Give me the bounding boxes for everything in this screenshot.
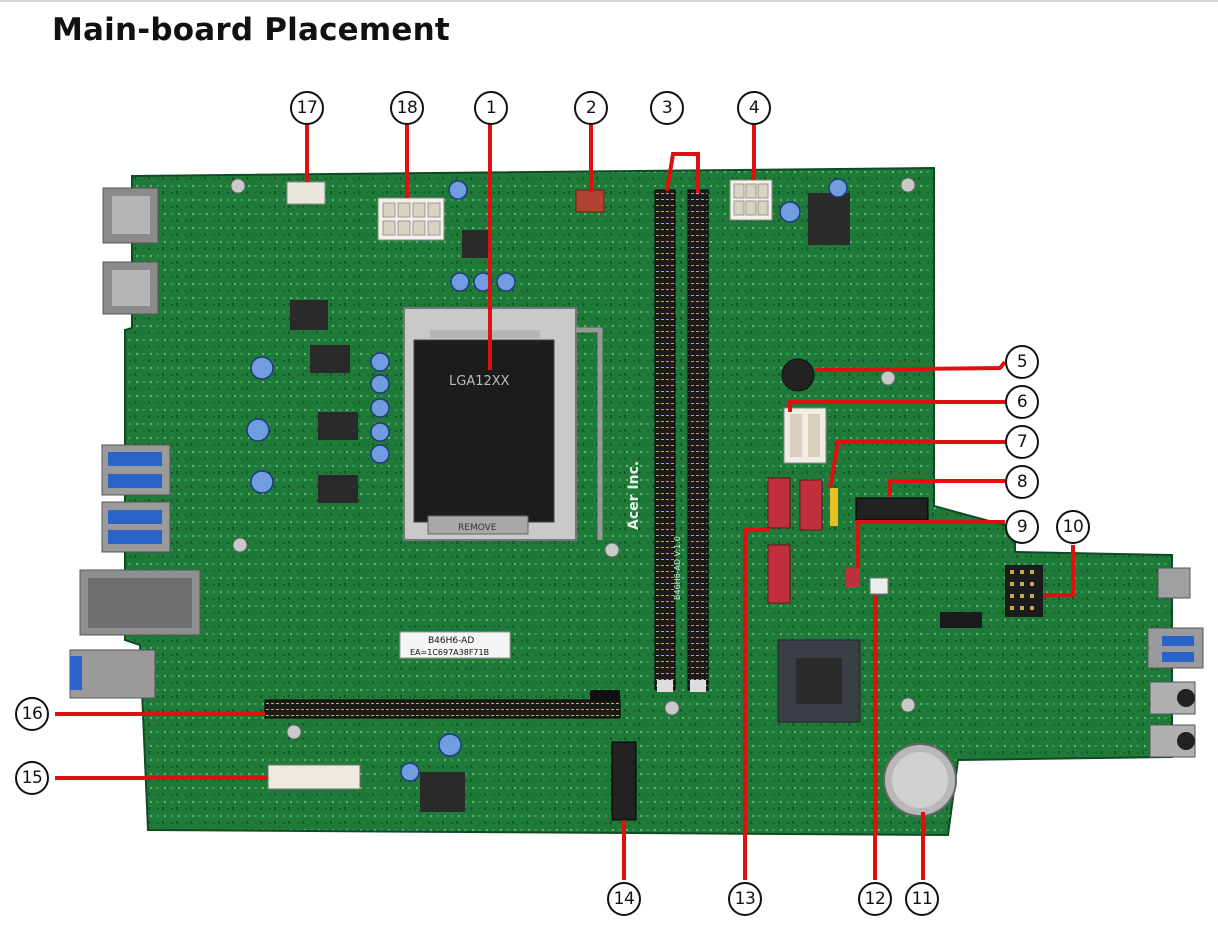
callout-7: 7 [1005,425,1039,459]
system-fan-header [286,181,326,205]
pcie-x1-slot [267,764,361,790]
cpu-cover-text: REMOVE [458,523,497,533]
pcb-board [124,166,1173,837]
callout-13: 13 [728,882,762,916]
rear-io-ports [69,187,201,699]
buzzer [781,358,815,392]
serial-label: EA=1C697A38F71B [410,648,489,657]
callout-18: 18 [390,91,424,125]
chipset-die [796,658,842,704]
callout-2: 2 [574,91,608,125]
model-sticker [399,631,511,659]
dimm-slots [654,189,709,692]
brand-silkscreen: Acer Inc. [626,461,642,530]
callout-10: 10 [1056,510,1090,544]
cpu-power-connector-8pin [377,197,445,241]
front-io-ports [1147,567,1204,758]
page-title: Main-board Placement [52,12,450,48]
main-power-connector [729,179,773,221]
m2-slot-lower [611,741,637,821]
header-small [940,612,982,628]
clear-cmos-jumper [869,577,889,595]
front-panel-header [1005,565,1043,617]
sata-ports [767,477,823,604]
mounting-holes [230,177,916,740]
callout-16: 16 [15,697,49,731]
callout-leader-lines [55,124,1075,880]
red-header [846,568,860,588]
cpu-socket [403,307,603,541]
pcie-x16-slot [264,690,621,719]
cpu-fan-header [575,189,605,213]
callout-8: 8 [1005,465,1039,499]
sata-yellow-header [830,488,838,526]
cpu-socket-label: LGA12XX [449,374,510,389]
top-divider [0,0,1218,2]
sata-power-header [783,407,827,464]
callout-11: 11 [905,882,939,916]
callout-6: 6 [1005,385,1039,419]
callout-12: 12 [858,882,892,916]
m2-slot-upper [855,497,929,521]
board-rev-silkscreen: B46H6-AD V:1.0 [673,536,682,600]
model-label: B46H6-AD [428,636,474,646]
callout-5: 5 [1005,345,1039,379]
capacitors [246,178,848,782]
callout-17: 17 [290,91,324,125]
cmos-battery [883,743,957,817]
callout-15: 15 [15,761,49,795]
callout-4: 4 [737,91,771,125]
callout-1: 1 [474,91,508,125]
vrm-components [290,193,850,812]
callout-14: 14 [607,882,641,916]
callout-9: 9 [1005,510,1039,544]
callout-3: 3 [650,91,684,125]
